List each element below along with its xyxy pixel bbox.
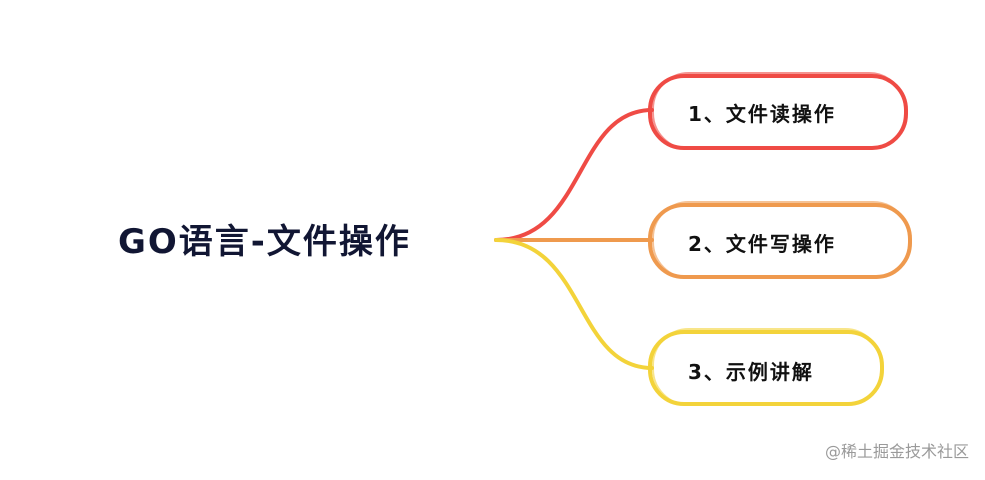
connector-branch-3 [494, 238, 654, 370]
branch-box-2 [648, 201, 912, 279]
connector-branch-1 [494, 108, 654, 242]
branch-label-2: 2、文件写操作 [688, 232, 836, 256]
branch-label-1: 1、文件读操作 [688, 102, 836, 126]
branch-label-3: 3、示例讲解 [688, 360, 814, 384]
branch-box-1 [648, 72, 908, 150]
branch-box-3 [648, 328, 884, 406]
watermark-text: @稀土掘金技术社区 [824, 442, 969, 461]
root-topic-title: GO语言-文件操作 [118, 222, 411, 262]
